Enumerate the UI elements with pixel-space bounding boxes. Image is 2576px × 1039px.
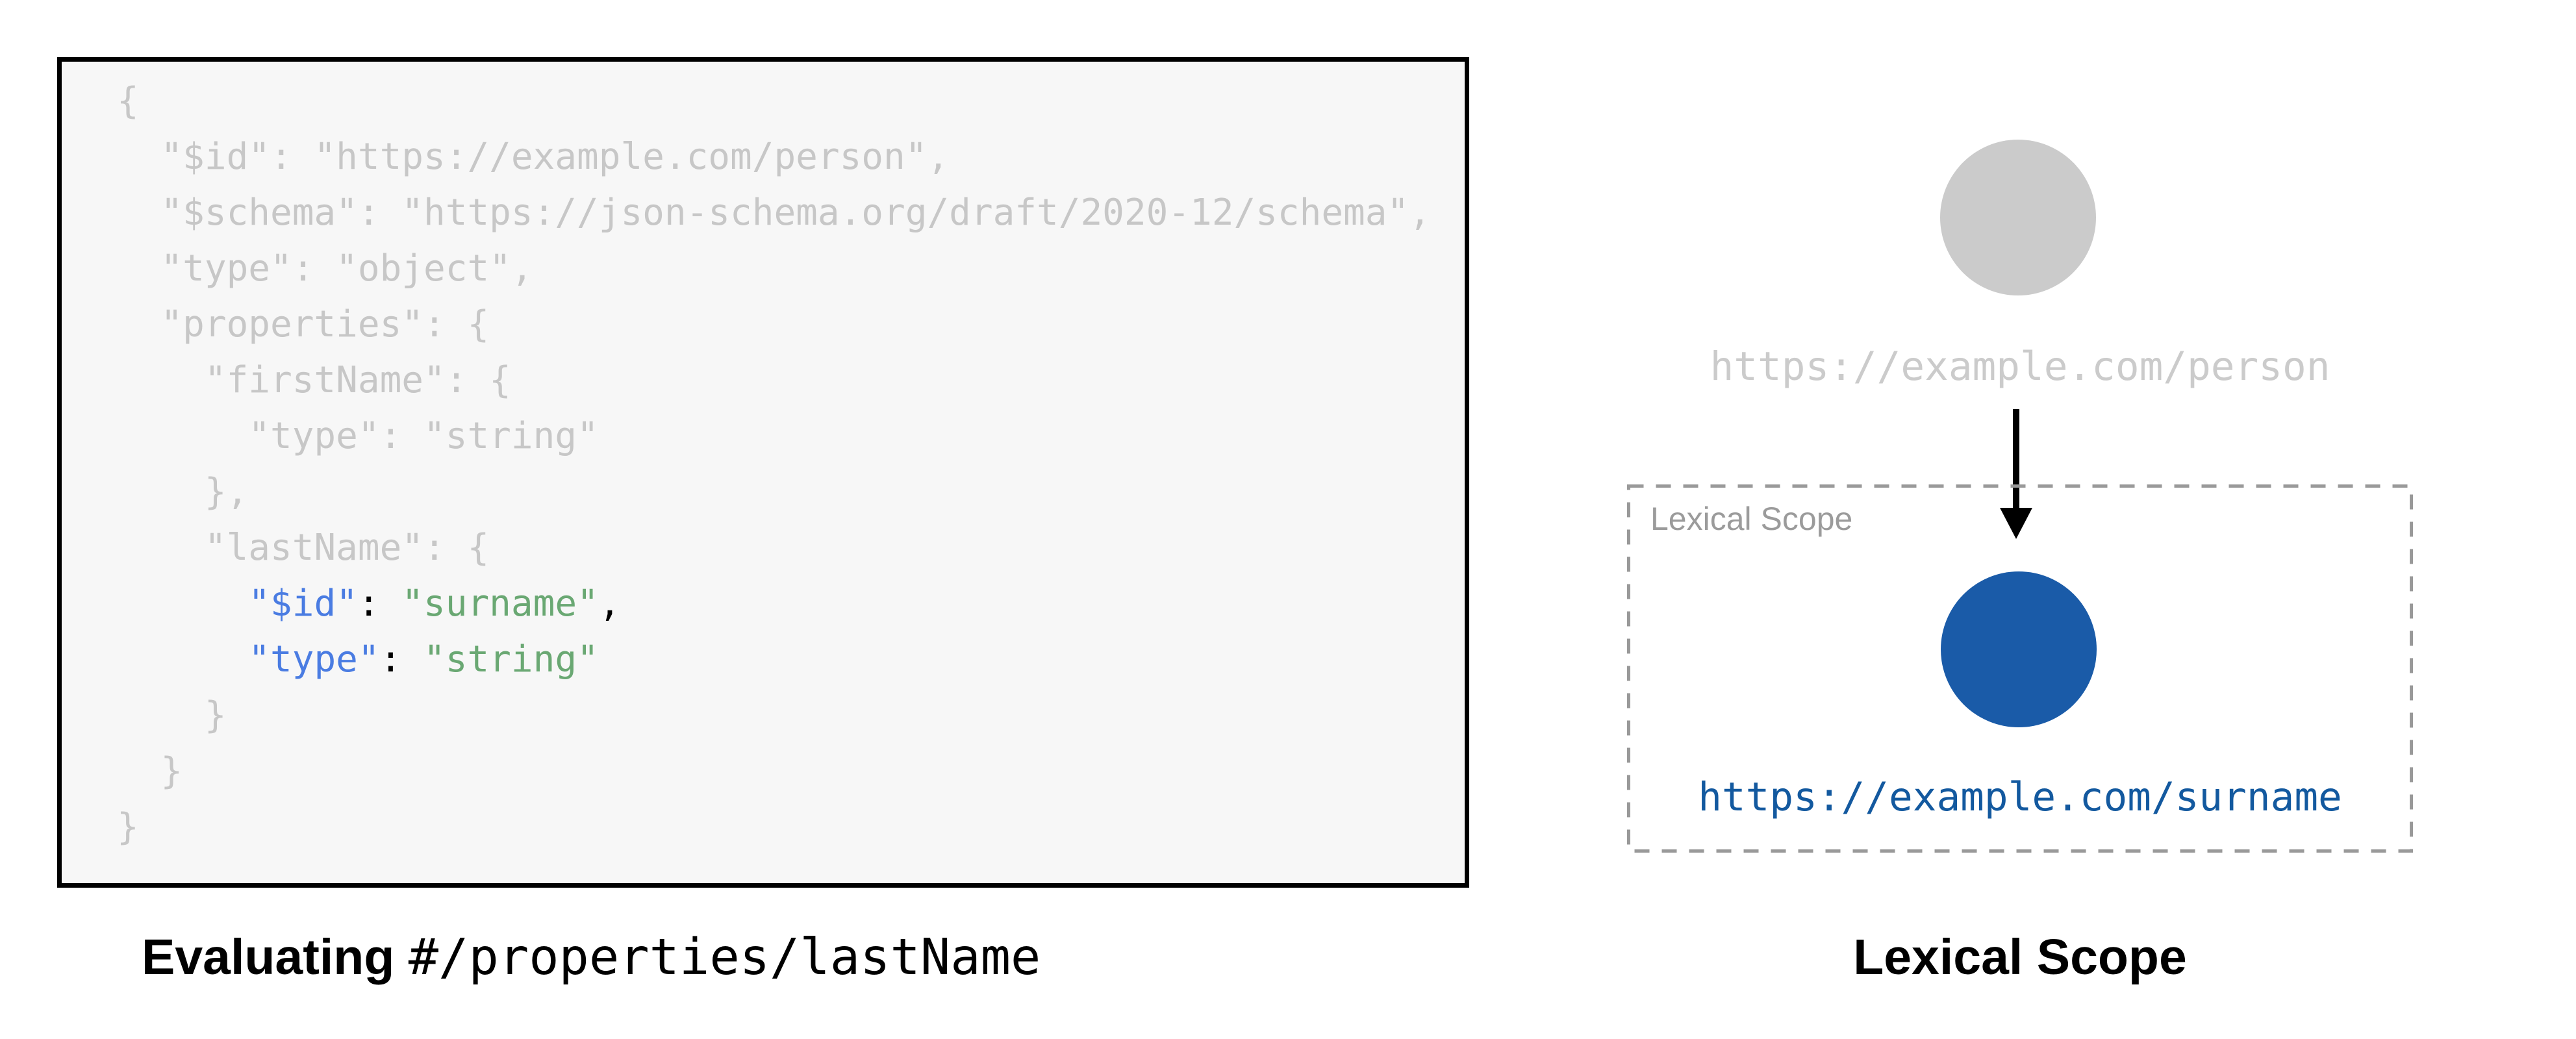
evaluation-caption-pointer: #/properties/lastName bbox=[408, 929, 1041, 986]
code-line: } bbox=[117, 750, 183, 792]
parent-uri-label: https://example.com/person bbox=[1710, 344, 2330, 390]
code-line: "$id": "surname", bbox=[248, 582, 621, 625]
code-line: "$id": "https://example.com/person", bbox=[117, 136, 950, 178]
code-line: } bbox=[117, 694, 227, 736]
parent-schema-circle bbox=[1940, 140, 2096, 295]
child-uri-label: https://example.com/surname bbox=[1698, 774, 2342, 820]
schema-code-panel: { "$id": "https://example.com/person", "… bbox=[57, 57, 1469, 888]
lexical-scope-caption: Lexical Scope bbox=[1853, 929, 2187, 985]
lexical-scope-dashed-box bbox=[1627, 484, 2413, 853]
code-line: }, bbox=[117, 471, 249, 513]
code-line: "firstName": { bbox=[117, 359, 511, 401]
code-line: "lastName": { bbox=[117, 527, 490, 569]
code-line: "$schema": "https://json-schema.org/draf… bbox=[117, 192, 1431, 234]
code-line: "type": "string" bbox=[248, 638, 599, 681]
code-line: } bbox=[117, 806, 139, 848]
child-schema-circle bbox=[1941, 571, 2097, 727]
code-block: { "$id": "https://example.com/person", "… bbox=[117, 73, 1431, 855]
down-arrow-icon bbox=[2000, 409, 2032, 539]
evaluation-caption-bold: Evaluating bbox=[142, 929, 409, 985]
code-line: "type": "string" bbox=[117, 415, 599, 457]
lexical-scope-box-label: Lexical Scope bbox=[1650, 501, 1853, 537]
code-line: "properties": { bbox=[117, 303, 490, 345]
evaluation-caption: Evaluating #/properties/lastName bbox=[142, 927, 1041, 988]
code-line: { bbox=[117, 80, 139, 122]
code-line: "type": "object", bbox=[117, 247, 533, 290]
